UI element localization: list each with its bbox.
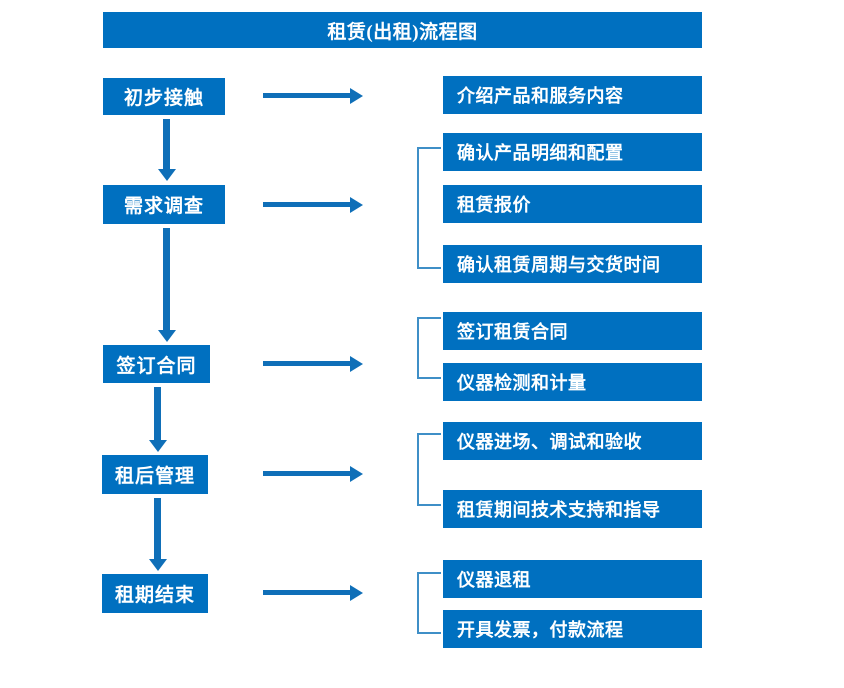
stage-box-4[interactable]: 租后管理 — [102, 455, 208, 494]
group-bracket-rental-end — [417, 572, 441, 634]
stage-box-5[interactable]: 租期结束 — [102, 574, 208, 613]
detail-label-9: 仪器退租 — [457, 570, 531, 590]
detail-box-6[interactable]: 仪器检测和计量 — [443, 363, 702, 401]
detail-label-5: 签订租赁合同 — [457, 322, 568, 342]
detail-label-10: 开具发票，付款流程 — [457, 620, 624, 640]
stage-label-5: 租期结束 — [114, 585, 195, 606]
right-arrow-stage-3 — [263, 355, 363, 373]
group-bracket-needs-survey — [417, 147, 441, 269]
down-arrow-stage-4-to-5 — [148, 498, 168, 571]
detail-box-4[interactable]: 确认租赁周期与交货时间 — [443, 245, 702, 283]
detail-label-4: 确认租赁周期与交货时间 — [457, 255, 661, 275]
right-arrow-stage-5 — [263, 584, 363, 602]
stage-box-2[interactable]: 需求调查 — [103, 185, 225, 224]
detail-box-9[interactable]: 仪器退租 — [443, 560, 702, 598]
detail-label-7: 仪器进场、调试和验收 — [457, 432, 642, 452]
right-arrow-stage-2 — [263, 196, 363, 214]
group-bracket-contract — [417, 317, 441, 379]
stage-label-3: 签订合同 — [116, 355, 197, 377]
stage-label-1: 初步接触 — [123, 88, 204, 109]
right-arrow-stage-1 — [263, 87, 363, 105]
stage-box-3[interactable]: 签订合同 — [103, 345, 210, 383]
stage-box-1[interactable]: 初步接触 — [103, 78, 225, 115]
detail-label-1: 介绍产品和服务内容 — [457, 86, 624, 106]
detail-box-5[interactable]: 签订租赁合同 — [443, 312, 702, 350]
detail-label-6: 仪器检测和计量 — [457, 373, 587, 393]
down-arrow-stage-1-to-2 — [157, 119, 177, 181]
stage-label-2: 需求调查 — [123, 196, 204, 217]
down-arrow-stage-2-to-3 — [157, 228, 177, 342]
detail-box-1[interactable]: 介绍产品和服务内容 — [443, 76, 702, 114]
detail-box-8[interactable]: 租赁期间技术支持和指导 — [443, 490, 702, 528]
detail-label-8: 租赁期间技术支持和指导 — [457, 500, 661, 520]
group-bracket-post-rental — [417, 433, 441, 506]
stage-label-4: 租后管理 — [114, 466, 195, 487]
detail-box-2[interactable]: 确认产品明细和配置 — [443, 133, 702, 171]
down-arrow-stage-3-to-4 — [148, 387, 168, 452]
page-title: 租赁(出租)流程图 — [103, 12, 702, 48]
detail-label-2: 确认产品明细和配置 — [457, 143, 624, 163]
detail-box-10[interactable]: 开具发票，付款流程 — [443, 610, 702, 648]
detail-box-3[interactable]: 租赁报价 — [443, 185, 702, 223]
detail-box-7[interactable]: 仪器进场、调试和验收 — [443, 422, 702, 460]
right-arrow-stage-4 — [263, 465, 363, 483]
detail-label-3: 租赁报价 — [457, 195, 531, 215]
